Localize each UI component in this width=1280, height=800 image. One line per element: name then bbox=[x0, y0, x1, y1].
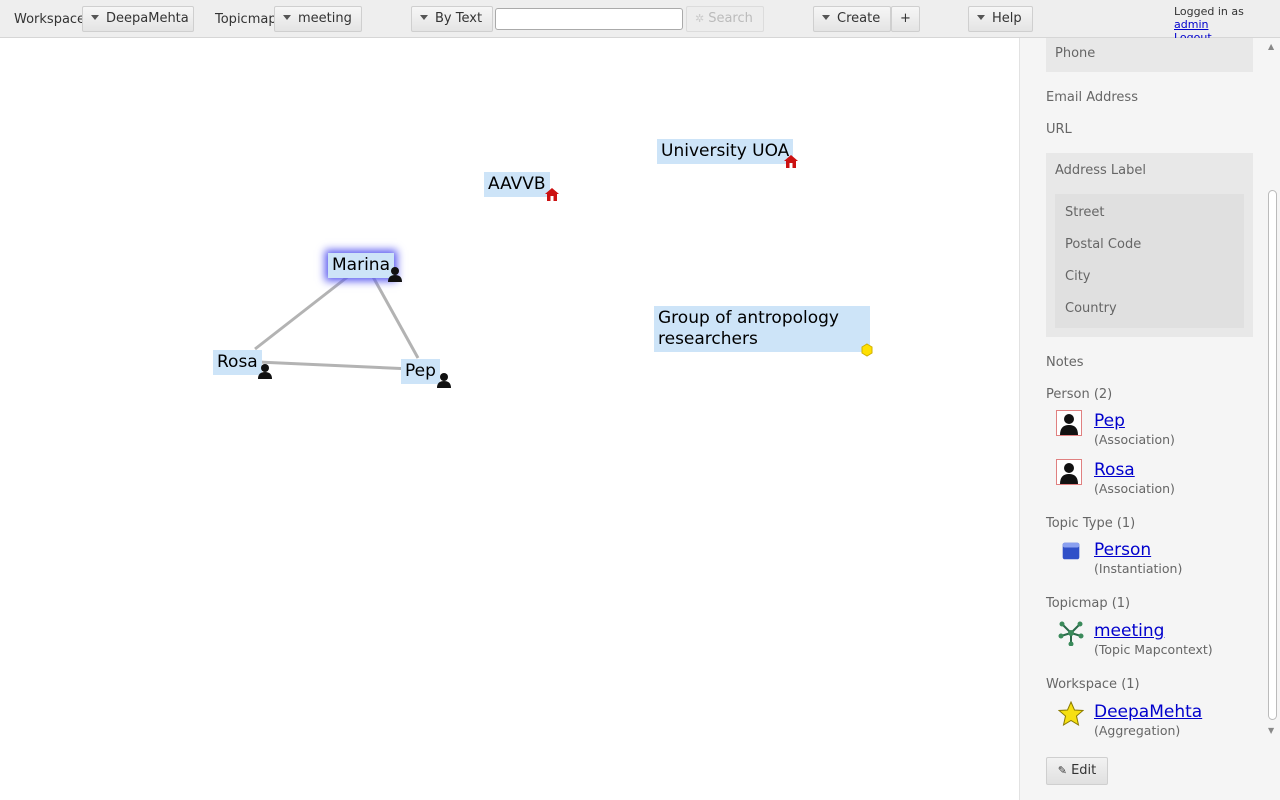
topic-label: Rosa bbox=[217, 352, 258, 372]
workspace-label: Workspace bbox=[14, 12, 86, 27]
pencil-icon: ✎ bbox=[1057, 764, 1067, 777]
panel-scrollbar-thumb[interactable] bbox=[1268, 190, 1277, 720]
city-label: City bbox=[1065, 269, 1091, 284]
association-type: (Association) bbox=[1094, 432, 1175, 447]
related-topic-type-link[interactable]: Person bbox=[1094, 540, 1152, 560]
person-icon bbox=[388, 267, 402, 282]
country-label: Country bbox=[1065, 301, 1117, 316]
workspace-section-title: Workspace (1) bbox=[1046, 677, 1140, 692]
search-button[interactable]: ✲Search bbox=[686, 6, 764, 32]
scroll-up-arrow[interactable]: ▲ bbox=[1268, 42, 1275, 51]
group-icon bbox=[861, 343, 873, 357]
toolbar: Workspace DeepaMehta Topicmap meeting By… bbox=[0, 0, 1280, 44]
related-person-link[interactable]: Pep bbox=[1094, 411, 1125, 431]
association-marina-pep[interactable] bbox=[370, 274, 420, 359]
topic-university-uoa[interactable]: University UOA bbox=[657, 139, 794, 164]
help-menu-label: Help bbox=[992, 11, 1022, 26]
chevron-down-icon bbox=[420, 15, 428, 20]
topic-group-antropology[interactable]: Group of antropology researchers bbox=[654, 306, 870, 352]
person-icon bbox=[258, 364, 272, 379]
edit-button[interactable]: ✎ Edit bbox=[1046, 757, 1108, 785]
workspace-menu-value: DeepaMehta bbox=[106, 11, 189, 26]
username-link[interactable]: admin bbox=[1174, 18, 1209, 31]
topic-label: Pep bbox=[405, 361, 436, 381]
topic-label: Marina bbox=[332, 255, 390, 275]
related-topic-type-person: Person (Instantiation) bbox=[1062, 539, 1183, 577]
phone-field-box bbox=[1046, 38, 1253, 72]
related-person-pep: Pep (Association) bbox=[1056, 410, 1175, 448]
email-label: Email Address bbox=[1046, 90, 1138, 105]
chevron-down-icon bbox=[283, 15, 291, 20]
topicmap-label: Topicmap bbox=[215, 12, 277, 27]
topic-rosa[interactable]: Rosa bbox=[213, 350, 262, 375]
associations-layer bbox=[254, 273, 420, 371]
search-mode-value: By Text bbox=[435, 11, 483, 26]
person-icon bbox=[1056, 459, 1082, 485]
related-person-rosa: Rosa (Association) bbox=[1056, 459, 1175, 497]
address-label: Address Label bbox=[1055, 163, 1146, 178]
association-type: (Topic Mapcontext) bbox=[1094, 642, 1213, 657]
search-button-label: Search bbox=[708, 11, 753, 26]
search-mode-menu[interactable]: By Text bbox=[411, 6, 493, 32]
chevron-down-icon bbox=[91, 15, 99, 20]
star-icon bbox=[1058, 701, 1084, 727]
help-menu[interactable]: Help bbox=[968, 6, 1033, 32]
login-prefix: Logged in as bbox=[1174, 5, 1244, 18]
chevron-down-icon bbox=[822, 15, 830, 20]
topic-marina[interactable]: Marina bbox=[328, 253, 394, 278]
association-type: (Aggregation) bbox=[1094, 723, 1181, 738]
notes-label: Notes bbox=[1046, 355, 1084, 370]
workspace-menu[interactable]: DeepaMehta bbox=[82, 6, 194, 32]
topic-label: Group of antropology researchers bbox=[658, 308, 839, 349]
postal-code-label: Postal Code bbox=[1065, 237, 1142, 252]
topic-aavvb[interactable]: AAVVB bbox=[484, 172, 550, 197]
plus-icon: + bbox=[900, 11, 911, 26]
phone-label: Phone bbox=[1055, 46, 1096, 61]
edit-button-label: Edit bbox=[1071, 763, 1097, 778]
association-type: (Association) bbox=[1094, 481, 1175, 496]
gear-icon: ✲ bbox=[695, 12, 705, 25]
person-section-title: Person (2) bbox=[1046, 387, 1113, 402]
topic-pep[interactable]: Pep bbox=[401, 359, 440, 384]
detail-panel: Phone Email Address URL Address Label St… bbox=[1019, 38, 1280, 800]
person-icon bbox=[437, 373, 451, 388]
institution-icon bbox=[545, 188, 559, 201]
chevron-down-icon bbox=[977, 15, 985, 20]
create-plus-button[interactable]: + bbox=[891, 6, 920, 32]
institution-icon bbox=[784, 155, 798, 168]
street-label: Street bbox=[1065, 205, 1105, 220]
association-rosa-pep[interactable] bbox=[257, 360, 413, 371]
topic-label: AAVVB bbox=[488, 174, 546, 194]
topicmap-icon bbox=[1058, 621, 1084, 646]
topicmap-menu-value: meeting bbox=[298, 11, 352, 26]
topicmap-canvas[interactable]: University UOA AAVVB Marina Rosa Pep Gro… bbox=[0, 38, 1019, 800]
related-workspace-deepamehta: DeepaMehta (Aggregation) bbox=[1058, 701, 1203, 739]
related-workspace-link[interactable]: DeepaMehta bbox=[1094, 702, 1203, 722]
topic-label: University UOA bbox=[661, 141, 790, 161]
topic-type-section-title: Topic Type (1) bbox=[1046, 516, 1136, 531]
create-menu[interactable]: Create bbox=[813, 6, 891, 32]
topic-type-icon bbox=[1062, 542, 1080, 560]
related-topicmap-link[interactable]: meeting bbox=[1094, 621, 1165, 641]
topicmap-section-title: Topicmap (1) bbox=[1046, 596, 1131, 611]
address-fields-box bbox=[1055, 194, 1244, 328]
topicmap-menu[interactable]: meeting bbox=[274, 6, 362, 32]
url-label: URL bbox=[1046, 122, 1072, 137]
search-input[interactable] bbox=[495, 8, 683, 30]
person-icon bbox=[1056, 410, 1082, 436]
related-person-link[interactable]: Rosa bbox=[1094, 460, 1135, 480]
scroll-down-arrow[interactable]: ▼ bbox=[1268, 726, 1275, 735]
create-menu-label: Create bbox=[837, 11, 881, 26]
association-type: (Instantiation) bbox=[1094, 561, 1183, 576]
association-marina-rosa[interactable] bbox=[254, 273, 351, 351]
related-topicmap-meeting: meeting (Topic Mapcontext) bbox=[1058, 620, 1213, 658]
